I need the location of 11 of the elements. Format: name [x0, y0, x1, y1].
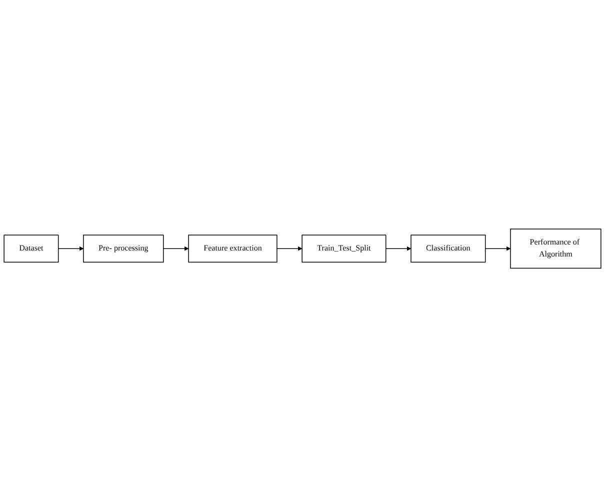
arrow [163, 246, 189, 251]
node-box: Feature extraction [188, 234, 278, 262]
node-box: Classification [410, 234, 486, 262]
arrow [385, 246, 412, 251]
node-box: Train_Test_Split [302, 234, 386, 262]
arrow [58, 246, 84, 251]
node-box: Pre- processing [83, 234, 164, 262]
arrow [276, 246, 302, 251]
node-box: Dataset [4, 234, 59, 262]
node-box: Performance of Algorithm [510, 228, 602, 268]
arrow [484, 246, 511, 251]
